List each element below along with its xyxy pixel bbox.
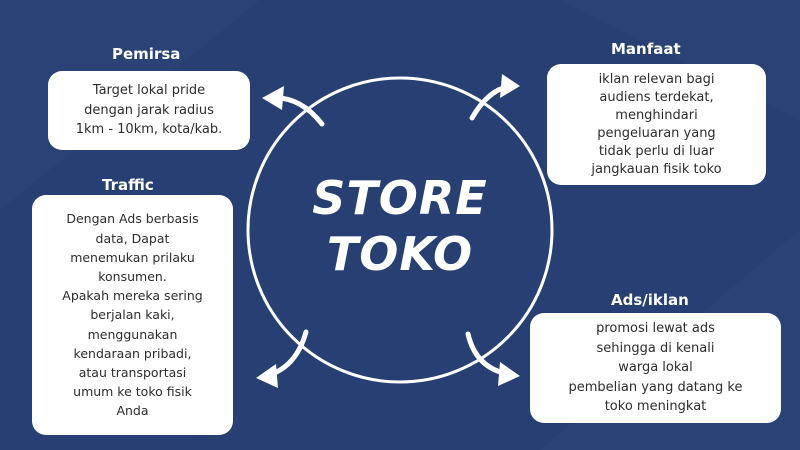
ads-heading: Ads/iklan: [611, 291, 689, 309]
center-title-line-1: STORE: [312, 171, 488, 225]
traffic-line: berjalan kaki,: [90, 307, 175, 323]
manfaat-line: iklan relevan bagi: [598, 71, 715, 87]
manfaat-line: jangkauan fisik toko: [591, 161, 722, 177]
curved-arrow-top-right: [469, 74, 520, 121]
pemirsa-line: 1km - 10km, kota/kab.: [75, 122, 223, 138]
traffic-line: menggunakan: [87, 326, 178, 342]
manfaat-line: menghindari: [615, 107, 698, 123]
manfaat-line: tidak perlu di luar: [598, 143, 715, 159]
pemirsa-card: Target lokal pride dengan jarak radius 1…: [48, 71, 250, 150]
traffic-line: umum ke toko fisik: [73, 384, 192, 400]
center-title: STORE TOKO: [250, 170, 550, 282]
traffic-line: konsumen.: [98, 268, 167, 284]
manfaat-card: iklan relevan bagi audiens terdekat, men…: [547, 64, 766, 185]
pemirsa-line: Target lokal pride: [92, 83, 206, 99]
traffic-card: Dengan Ads berbasis data, Dapat menemuka…: [32, 195, 233, 435]
curved-arrow-top-left: [262, 86, 325, 127]
pemirsa-line: dengan jarak radius: [84, 102, 214, 118]
traffic-line: data, Dapat: [95, 230, 170, 246]
ads-line: sehingga di kenali: [596, 340, 715, 356]
manfaat-line: pengeluaran yang: [597, 125, 716, 141]
ads-line: pembelian yang datang ke: [568, 379, 743, 395]
traffic-heading: Traffic: [102, 176, 154, 194]
curved-arrow-bottom-right: [465, 331, 520, 386]
traffic-line: Apakah mereka sering: [62, 288, 203, 304]
center-circle: [246, 76, 554, 384]
manfaat-line: audiens terdekat,: [599, 89, 714, 105]
traffic-line: menemukan prilaku: [70, 249, 195, 265]
traffic-line: Dengan Ads berbasis: [66, 211, 199, 227]
center-title-line-2: TOKO: [326, 227, 474, 281]
ads-line: warga lokal: [618, 360, 693, 376]
pemirsa-heading: Pemirsa: [112, 45, 181, 63]
ads-line: promosi lewat ads: [596, 321, 715, 337]
traffic-line: atau transportasi: [78, 365, 187, 380]
ads-card: promosi lewat ads sehingga di kenali war…: [530, 313, 781, 423]
traffic-line: Anda: [116, 403, 149, 419]
ads-line: toko meningkat: [604, 399, 707, 415]
manfaat-heading: Manfaat: [611, 40, 681, 58]
curved-arrow-bottom-left: [256, 329, 309, 388]
traffic-line: kendaraan pribadi,: [73, 345, 192, 361]
